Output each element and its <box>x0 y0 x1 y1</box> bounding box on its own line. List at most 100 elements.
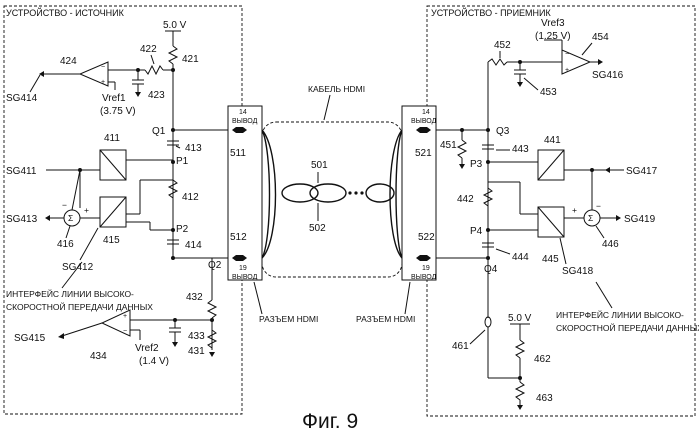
vref3-label: Vref3 <box>541 18 565 29</box>
svg-text:−: − <box>101 64 105 71</box>
signal-sg416: SG416 <box>592 70 624 81</box>
ref-411: 411 <box>104 133 120 144</box>
node-p2: P2 <box>176 224 189 235</box>
ref-412: 412 <box>182 192 199 203</box>
ref-453: 453 <box>540 87 557 98</box>
ref-422: 422 <box>140 44 157 55</box>
ref-522: 522 <box>418 232 435 243</box>
hdmi-cable-region <box>262 122 402 277</box>
ref-451: 451 <box>440 140 457 151</box>
svg-text:19: 19 <box>422 265 430 272</box>
hdmi-cable-label: КАБЕЛЬ HDMI <box>308 84 365 94</box>
ref-461: 461 <box>452 341 469 352</box>
figure-caption: Фиг. 9 <box>302 410 358 433</box>
ref-431: 431 <box>188 346 205 357</box>
signal-sg413: SG413 <box>6 214 38 225</box>
svg-text:+: + <box>123 313 127 320</box>
cable-twist-1 <box>282 184 318 202</box>
source-vcc-label: 5.0 V <box>163 20 187 31</box>
svg-text:+: + <box>84 205 89 215</box>
sink-vcc-label: 5.0 V <box>508 313 532 324</box>
inductor-461 <box>485 317 491 327</box>
ref-445: 445 <box>542 254 559 265</box>
ref-463: 463 <box>536 393 553 404</box>
ref-421: 421 <box>182 54 199 65</box>
vref2-label: Vref2 <box>135 343 159 354</box>
svg-text:+: + <box>565 67 569 74</box>
ref-434: 434 <box>90 351 107 362</box>
ref-512: 512 <box>230 232 247 243</box>
node-q3: Q3 <box>496 126 510 137</box>
sink-interface-line2: СКОРОСТНОЙ ПЕРЕДАЧИ ДАННЫХ <box>556 322 699 333</box>
resistor-451 <box>458 140 466 158</box>
ref-414: 414 <box>185 240 202 251</box>
ref-423: 423 <box>148 90 165 101</box>
vref2-value: (1.4 V) <box>139 356 169 367</box>
source-interface-line1: ИНТЕРФЕЙС ЛИНИИ ВЫСОКО- <box>6 288 134 299</box>
svg-text:19: 19 <box>239 265 247 272</box>
signal-sg417: SG417 <box>626 166 658 177</box>
right-connector-label: РАЗЪЕМ HDMI <box>356 314 415 324</box>
source-interface-line2: СКОРОСТНОЙ ПЕРЕДАЧИ ДАННЫХ <box>6 301 153 312</box>
ref-416: 416 <box>57 239 74 250</box>
source-device-title: УСТРОЙСТВО - ИСТОЧНИК <box>6 7 125 18</box>
svg-text:−: − <box>596 201 601 211</box>
resistor-463 <box>516 382 524 400</box>
signal-sg419: SG419 <box>624 214 656 225</box>
svg-text:Σ: Σ <box>588 213 593 223</box>
node-q4: Q4 <box>484 264 498 275</box>
svg-text:ВЫВОД: ВЫВОД <box>411 118 437 125</box>
ref-452: 452 <box>494 40 511 51</box>
ref-432: 432 <box>186 292 203 303</box>
svg-text:−: − <box>62 200 67 210</box>
signal-sg415: SG415 <box>14 333 46 344</box>
ref-424: 424 <box>60 56 77 67</box>
node-p4: P4 <box>470 226 483 237</box>
vref1-value: (3.75 V) <box>100 106 136 117</box>
ref-433: 433 <box>188 331 205 342</box>
svg-text:−: − <box>565 51 569 58</box>
ref-446: 446 <box>602 239 619 250</box>
resistor-421 <box>169 46 177 64</box>
svg-text:+: + <box>572 205 577 215</box>
node-q2: Q2 <box>208 260 222 271</box>
node-p1: P1 <box>176 156 189 167</box>
svg-text:14: 14 <box>239 109 247 116</box>
node-q1: Q1 <box>152 126 166 137</box>
ref-462: 462 <box>534 354 551 365</box>
vref3-value: (1.25 V) <box>535 31 571 42</box>
resistor-432 <box>208 300 216 318</box>
node-p3: P3 <box>470 159 483 170</box>
ref-442: 442 <box>457 194 474 205</box>
signal-sg414: SG414 <box>6 93 38 104</box>
left-hdmi-connector <box>228 106 262 280</box>
ref-521: 521 <box>415 148 432 159</box>
ref-443: 443 <box>512 144 529 155</box>
resistor-422 <box>145 66 163 74</box>
signal-sg418: SG418 <box>562 266 594 277</box>
svg-text:+: + <box>101 79 105 86</box>
sink-interface-line1: ИНТЕРФЕЙС ЛИНИИ ВЫСОКО- <box>556 309 684 320</box>
resistor-462 <box>516 340 524 358</box>
ref-444: 444 <box>512 252 529 263</box>
ref-441: 441 <box>544 135 561 146</box>
svg-text:Σ: Σ <box>68 213 73 223</box>
ref-415: 415 <box>103 235 120 246</box>
ref-501: 501 <box>311 160 328 171</box>
signal-sg411: SG411 <box>6 166 37 177</box>
svg-text:ВЫВОД: ВЫВОД <box>411 274 437 281</box>
svg-text:14: 14 <box>422 109 430 116</box>
cable-twist-2 <box>310 184 346 202</box>
vref1-label: Vref1 <box>102 93 126 104</box>
resistor-452 <box>488 59 507 65</box>
sink-device-title: УСТРОЙСТВО - ПРИЕМНИК <box>431 7 551 18</box>
ref-511: 511 <box>230 148 246 159</box>
left-connector-label: РАЗЪЕМ HDMI <box>259 314 318 324</box>
svg-text:−: − <box>123 328 127 335</box>
svg-text:ВЫВОД: ВЫВОД <box>232 274 258 281</box>
ref-454: 454 <box>592 32 609 43</box>
ref-502: 502 <box>309 223 326 234</box>
svg-text:ВЫВОД: ВЫВОД <box>232 118 258 125</box>
ref-413: 413 <box>185 143 202 154</box>
